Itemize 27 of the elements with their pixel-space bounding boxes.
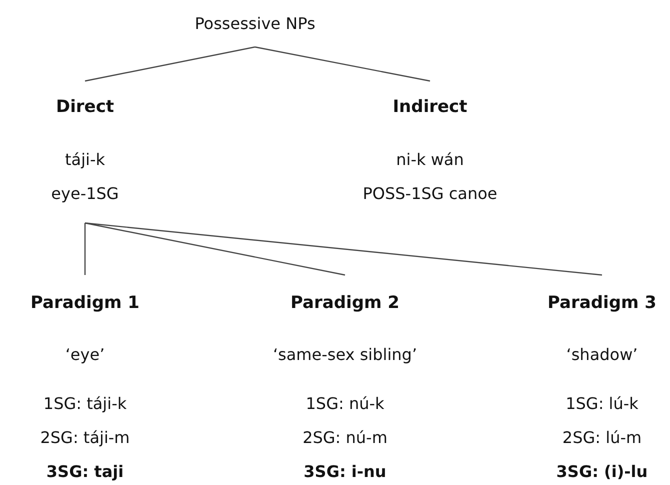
tree-branch-line [84,222,602,276]
tree-branch-line [84,223,86,275]
category-heading: Paradigm 3 [548,292,656,314]
tree-branch-line [254,46,430,82]
category-heading: Direct [56,96,114,118]
example-text: 2SG: táji-m [40,427,130,449]
example-text: táji-k [64,149,105,171]
example-text: 1SG: lú-k [566,393,638,415]
example-text: ni-k wán [396,149,464,171]
root-label: Possessive NPs [194,13,316,35]
example-text: 2SG: nú-m [302,427,388,449]
category-heading: Paradigm 2 [290,292,400,314]
tree-branch-line [84,46,256,82]
gloss-text: ‘shadow’ [566,344,638,366]
example-text: 3SG: taji [46,461,124,483]
example-text: POSS-1SG canoe [362,183,498,205]
gloss-text: ‘eye’ [65,344,105,366]
example-text: 3SG: (i)-lu [556,461,648,483]
example-text: eye-1SG [51,183,119,205]
category-heading: Indirect [392,96,468,118]
category-heading: Paradigm 1 [30,292,140,314]
example-text: 3SG: i-nu [304,461,386,483]
example-text: 1SG: táji-k [43,393,127,415]
example-text: 2SG: lú-m [562,427,642,449]
tree-branch-line [84,222,346,276]
example-text: 1SG: nú-k [306,393,384,415]
gloss-text: ‘same-sex sibling’ [272,344,418,366]
